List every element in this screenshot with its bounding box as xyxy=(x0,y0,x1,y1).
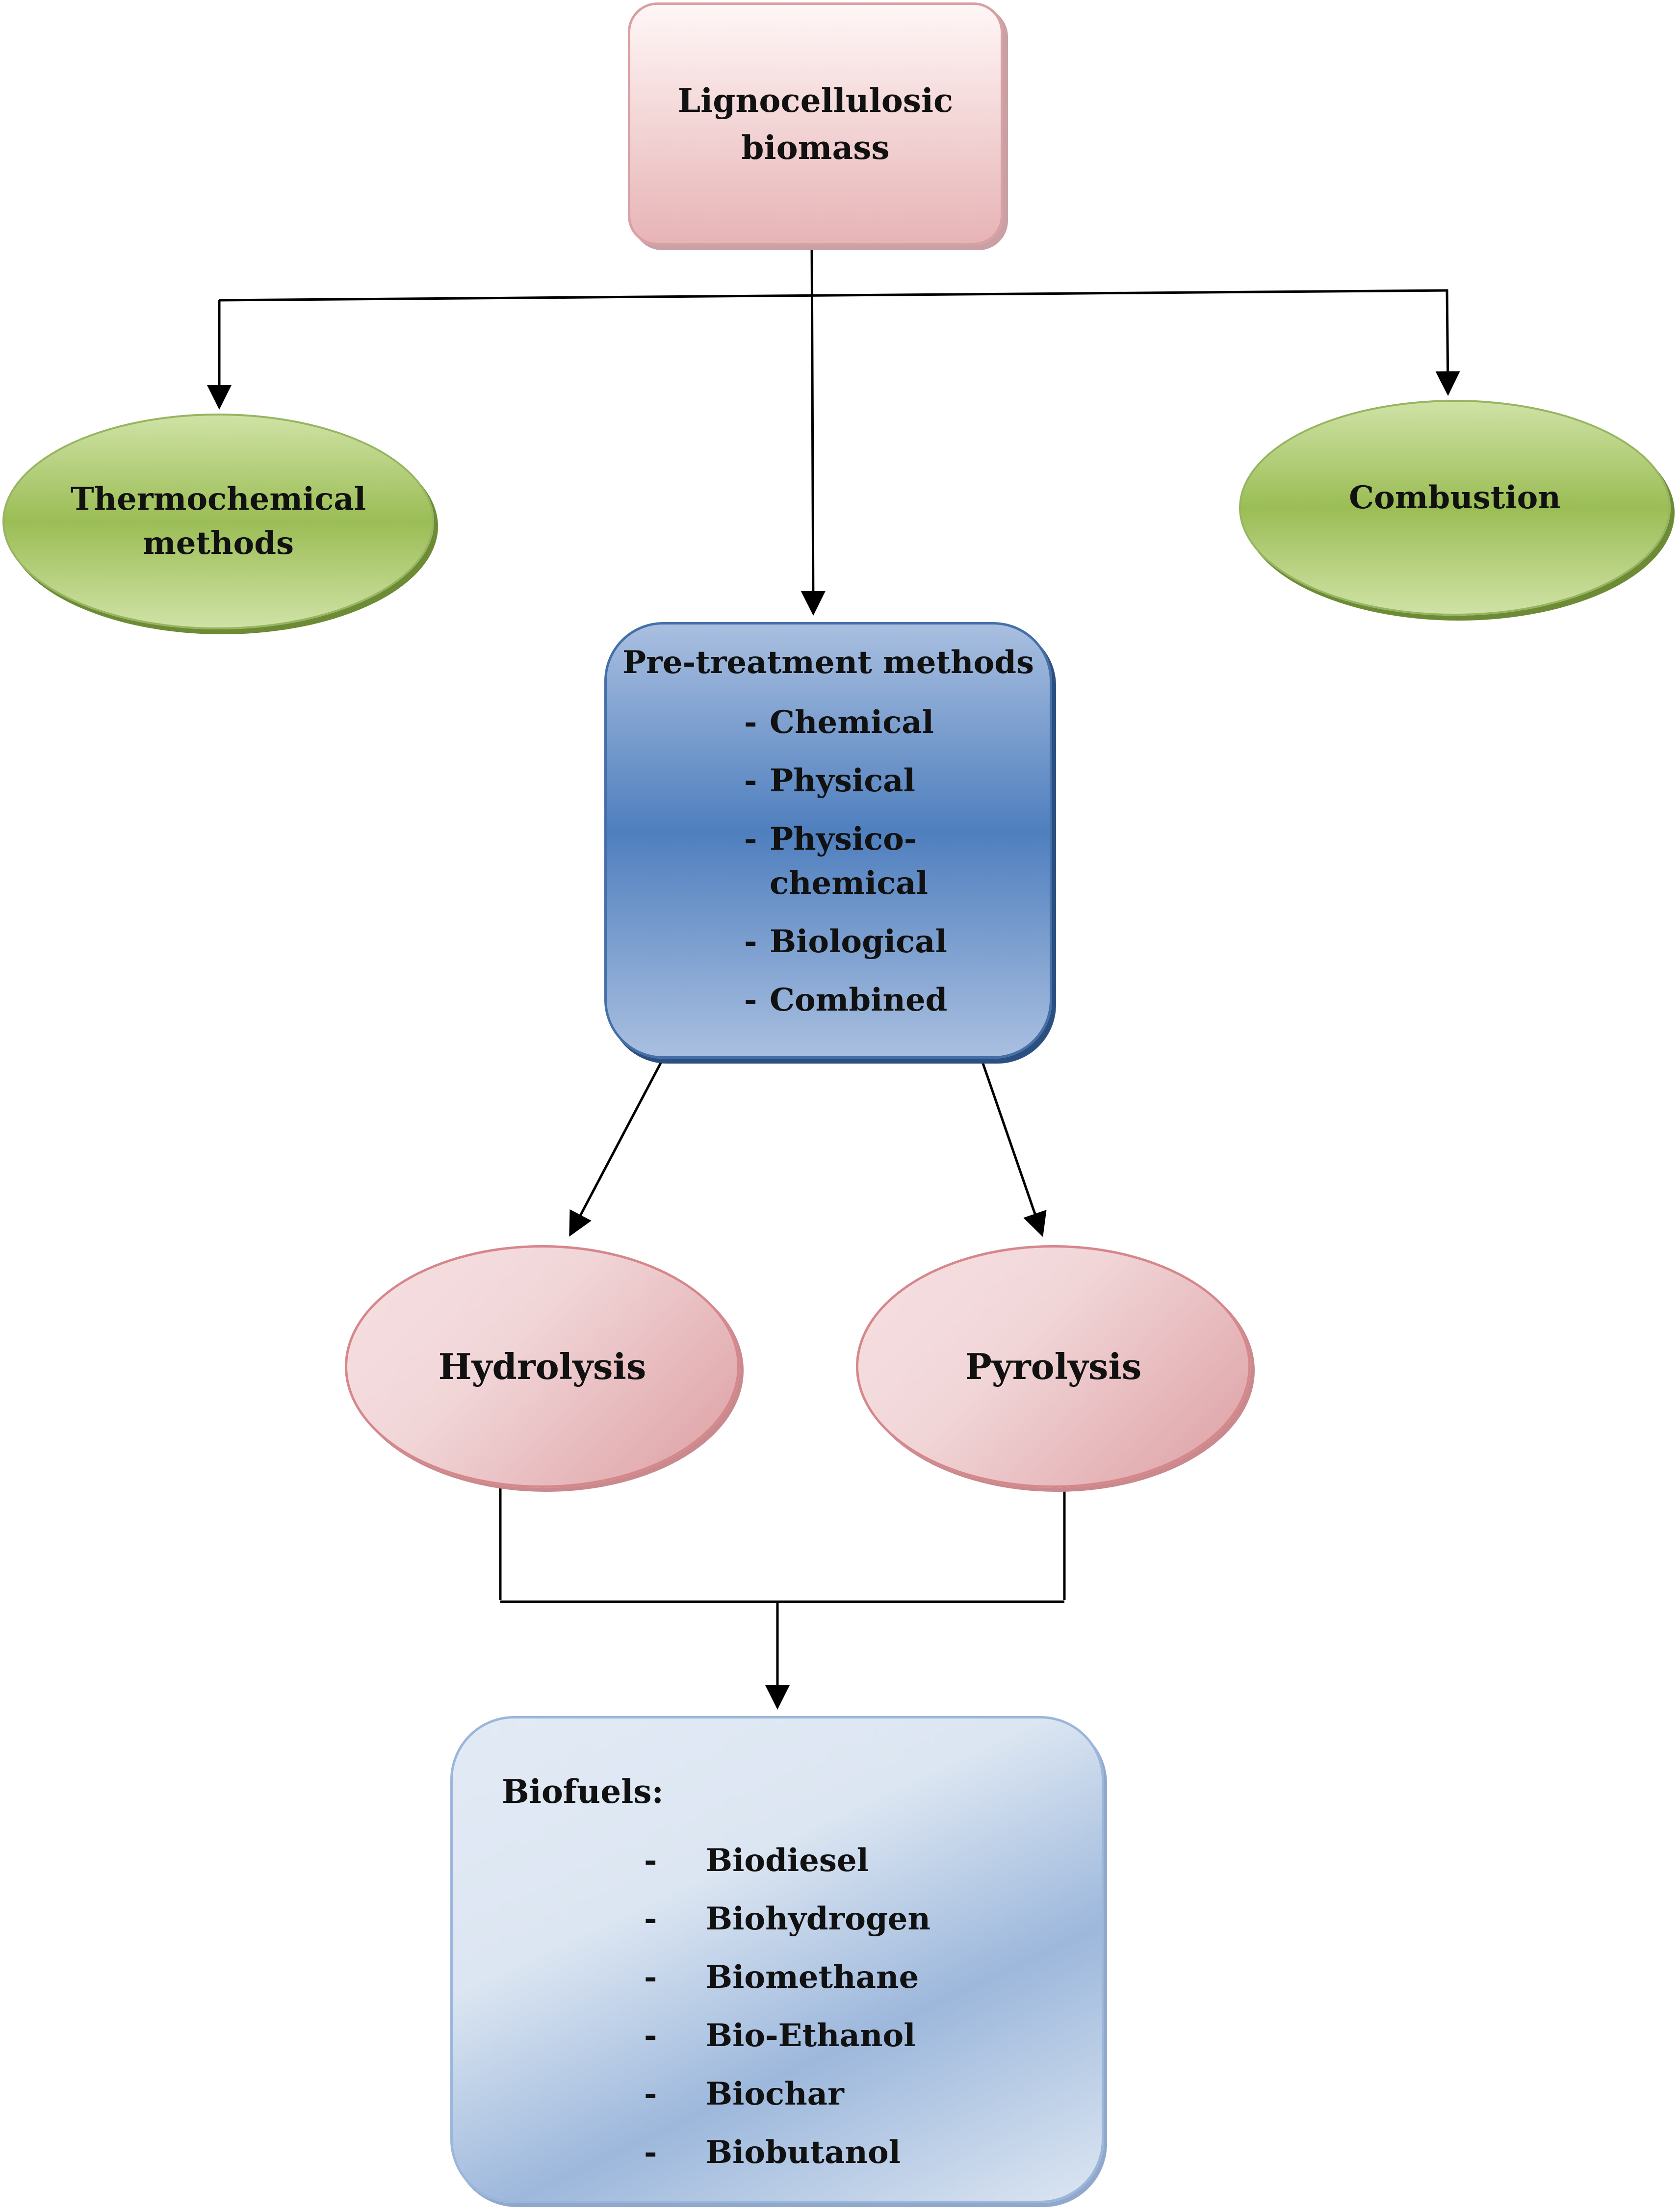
connector-pretreatment-to-hydrolysis xyxy=(569,1061,663,1237)
list-item-label: Biobutanol xyxy=(706,2134,901,2171)
node-hydrolysis: Hydrolysis xyxy=(345,1245,740,1488)
list-bullet: - xyxy=(644,2134,657,2171)
list-item: - Biological xyxy=(744,920,1038,964)
list-item: - Bio-Ethanol xyxy=(644,2006,930,2065)
pretreatment-list: - Chemical - Physical - Physico- chemica… xyxy=(744,701,1038,1037)
list-item: - Biochar xyxy=(644,2065,930,2123)
list-bullet: - xyxy=(644,2076,657,2112)
list-item-label: Chemical xyxy=(770,704,934,741)
list-item: - Biobutanol xyxy=(644,2123,930,2182)
node-thermochemical-methods: Thermochemical methods xyxy=(2,414,434,629)
list-item: - Biodiesel xyxy=(644,1831,930,1890)
node-lignocellulosic-biomass: Lignocellulosic biomass xyxy=(628,2,1003,245)
node-label: Thermochemical methods xyxy=(71,481,366,562)
biofuels-list: - Biodiesel - Biohydrogen - Biomethane -… xyxy=(644,1831,930,2182)
node-combustion: Combustion xyxy=(1239,400,1671,616)
node-title: Pre-treatment methods xyxy=(622,644,1034,681)
node-label: Pyrolysis xyxy=(965,1346,1142,1387)
node-label: Combustion xyxy=(1349,479,1561,516)
node-label: Hydrolysis xyxy=(438,1346,646,1387)
connector-pretreatment-to-pyrolysis xyxy=(981,1062,1047,1237)
list-item-label: Biomethane xyxy=(706,1959,919,1996)
list-bullet: - xyxy=(744,821,757,858)
connector-to-combustion xyxy=(1435,289,1460,396)
list-bullet: - xyxy=(744,923,757,960)
list-bullet: - xyxy=(744,982,757,1018)
node-title: Biofuels: xyxy=(502,1772,664,1811)
list-bullet: - xyxy=(744,762,757,799)
list-bullet: - xyxy=(744,704,757,741)
list-item-label: Physico- chemical xyxy=(770,821,928,902)
list-item: - Biomethane xyxy=(644,1948,930,2006)
list-bullet: - xyxy=(644,1900,657,1937)
list-item-label: Bio-Ethanol xyxy=(706,2017,916,2054)
list-item: - Chemical xyxy=(744,701,1038,745)
list-item-label: Biohydrogen xyxy=(706,1900,930,1937)
list-item: - Physical xyxy=(744,759,1038,803)
list-item-label: Physical xyxy=(770,762,915,799)
list-item-label: Combined xyxy=(770,982,948,1018)
node-biofuels: Biofuels: - Biodiesel - Biohydrogen - Bi… xyxy=(450,1716,1104,2203)
connector-branch-bar xyxy=(219,289,1448,302)
node-label: Lignocellulosic biomass xyxy=(677,81,954,167)
connector-root-to-pretreatment xyxy=(801,242,826,616)
list-bullet: - xyxy=(644,1842,657,1879)
list-item-label: Biochar xyxy=(706,2076,844,2112)
node-pretreatment-methods: Pre-treatment methods - Chemical - Physi… xyxy=(604,622,1052,1059)
list-bullet: - xyxy=(644,1959,657,1996)
list-item: - Biohydrogen xyxy=(644,1890,930,1948)
list-item-label: Biodiesel xyxy=(706,1842,869,1879)
list-item-label: Biological xyxy=(770,923,947,960)
node-pyrolysis: Pyrolysis xyxy=(856,1245,1251,1488)
list-item: - Combined xyxy=(744,978,1038,1022)
list-item: - Physico- chemical xyxy=(744,817,1038,906)
list-bullet: - xyxy=(644,2017,657,2054)
